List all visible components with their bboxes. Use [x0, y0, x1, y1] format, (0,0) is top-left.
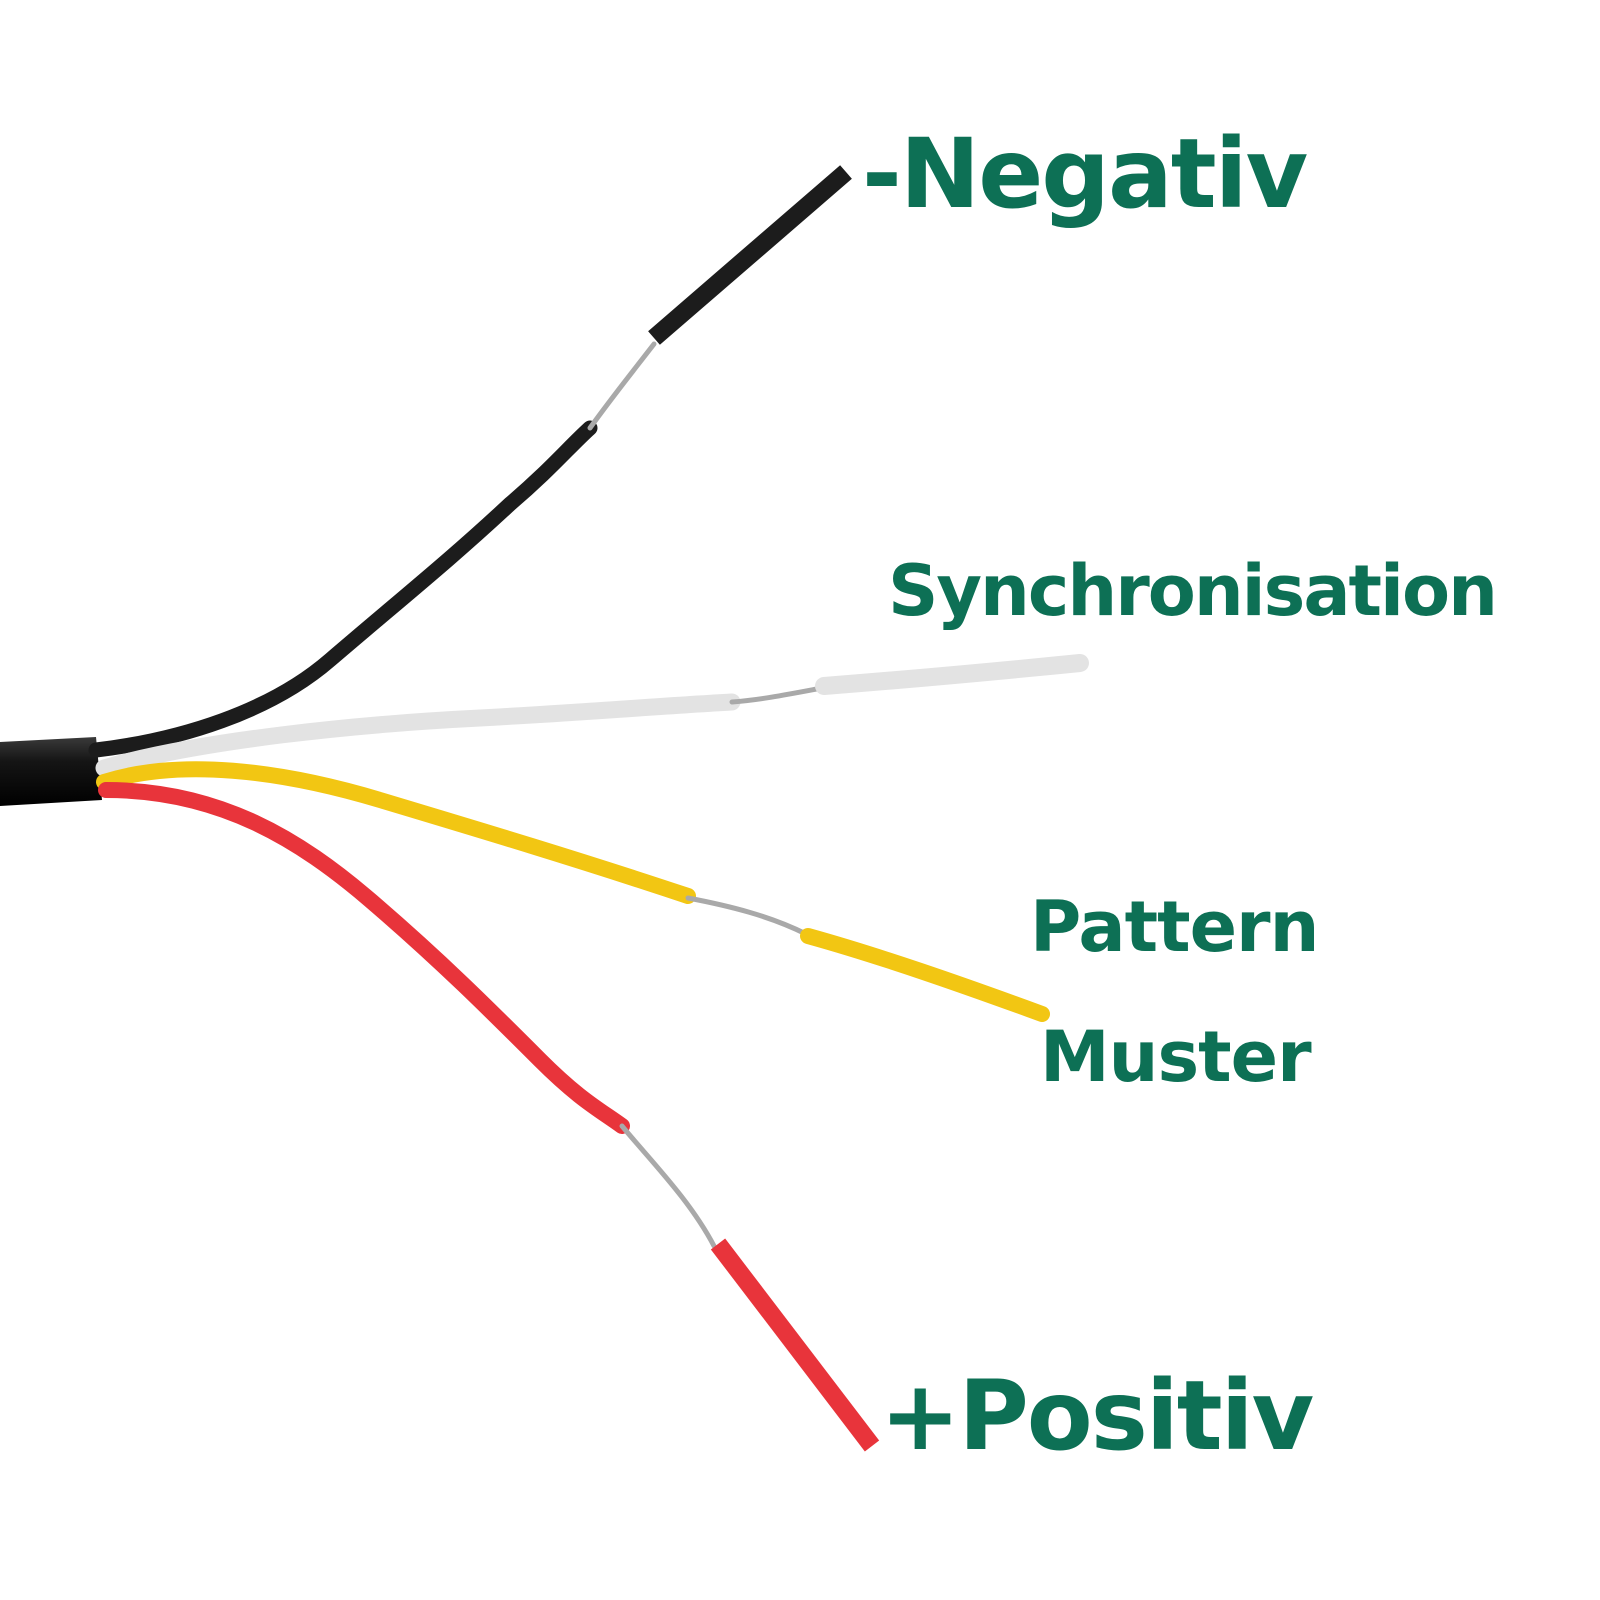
label-muster: Muster [1040, 1016, 1312, 1098]
wire-yellow [96, 761, 1050, 1022]
wire-red-insulation-lower [98, 782, 630, 1134]
label-positive: +Positiv [880, 1360, 1314, 1472]
wire-black-conductor [587, 341, 657, 431]
wire-yellow-conductor [685, 895, 809, 937]
label-synchronisation: Synchronisation [888, 550, 1498, 632]
wire-black-insulation-lower [88, 420, 598, 758]
wire-yellow-insulation-tip [800, 928, 1050, 1022]
label-negative: -Negativ [862, 118, 1308, 230]
wire-white-insulation-tip [815, 654, 1089, 695]
label-pattern: Pattern [1030, 886, 1319, 968]
wire-black [88, 165, 852, 758]
wire-yellow-insulation-lower [96, 761, 696, 904]
wire-black-insulation-tip [648, 165, 852, 345]
wire-white-conductor [729, 685, 825, 705]
wire-white-insulation-lower [95, 693, 741, 777]
wire-red-conductor [619, 1123, 717, 1249]
wire-red [98, 782, 880, 1452]
wire-white [95, 654, 1089, 777]
cable-sheath [0, 737, 102, 806]
wire-red-insulation-tip [710, 1238, 880, 1452]
